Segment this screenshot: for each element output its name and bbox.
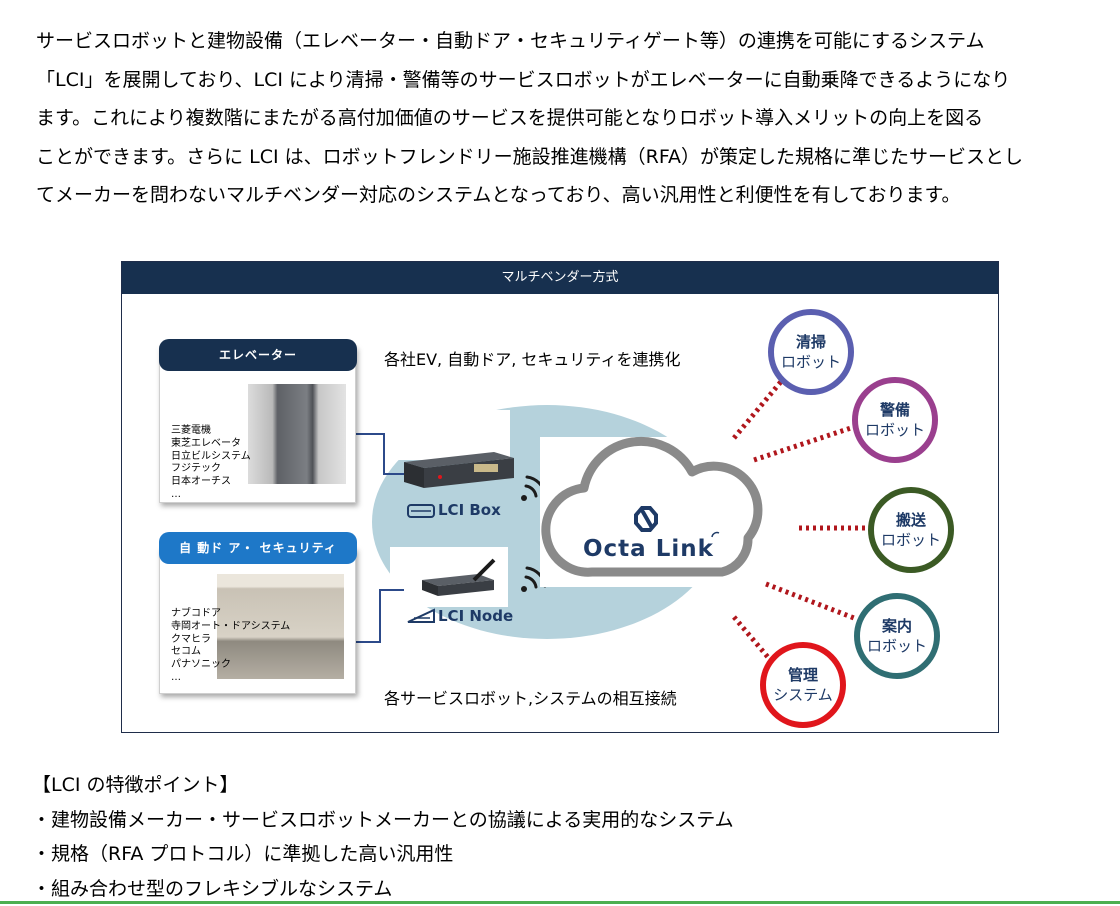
elevator-panel-title: エレベーター	[159, 339, 357, 371]
feature-title: 【LCI の特徴ポイント】	[32, 774, 239, 796]
intro-line: 「LCI」を展開しており、LCI により清掃・警備等のサービスロボットがエレベー…	[36, 68, 1011, 91]
robot-cleaning: 清掃 ロボット	[768, 309, 854, 395]
door-vendor-list: ナブコドア 寺岡オート・ドアシステム クマヒラ セコム パナソニック …	[171, 608, 290, 685]
caption-bottom: 各サービスロボット,システムの相互接続	[384, 689, 677, 708]
elevator-connector-line	[354, 433, 404, 475]
door-security-panel: ナブコドア 寺岡オート・ドアシステム クマヒラ セコム パナソニック …	[159, 547, 356, 694]
octa-link-logo-icon	[634, 506, 658, 532]
elevator-photo	[248, 384, 346, 484]
feature-item: ・組み合わせ型のフレキシブルなシステム	[32, 877, 393, 900]
lci-box-label: LCI Box	[438, 501, 501, 519]
vendor-name: セコム	[171, 646, 201, 658]
lci-node-device	[422, 558, 496, 596]
cloud-icon	[541, 436, 763, 577]
vendor-name: ナブコドア	[171, 608, 221, 619]
vendor-name: クマヒラ	[171, 633, 211, 645]
robot-label: 警備	[879, 401, 910, 419]
intro-line: ことができます。さらに LCI は、ロボットフレンドリー施設推進機構（RFA）が…	[36, 145, 1024, 168]
vendor-name: パナソニック	[171, 659, 231, 671]
robot-connectors	[732, 376, 868, 664]
robot-sublabel: ロボット	[780, 353, 841, 371]
vendor-name: 東芝エレベータ	[171, 437, 241, 449]
caption-top: 各社EV, 自動ドア, セキュリティを連携化	[384, 350, 681, 369]
diagram-header: マルチベンダー方式	[122, 262, 998, 294]
door-photo	[217, 574, 344, 679]
vendor-name: …	[171, 671, 181, 683]
lci-node-label: LCI Node	[438, 607, 514, 625]
robot-transport: 搬送 ロボット	[868, 487, 954, 573]
vendor-name: …	[171, 488, 181, 500]
multivendor-diagram: マルチベンダー方式	[121, 261, 999, 733]
vendor-name: 日立ビルシステム	[171, 450, 251, 462]
lci-box-device	[404, 452, 514, 488]
robot-sublabel: ロボット	[866, 637, 927, 655]
vendor-name: フジテック	[171, 463, 221, 475]
door-security-panel-title: 自 動ド ア・ セキュリティ	[159, 532, 357, 564]
signal-mark-icon	[711, 531, 720, 538]
management-system: 管理 システム	[760, 642, 846, 728]
robot-sublabel: システム	[773, 686, 833, 704]
robot-label: 搬送	[895, 511, 926, 529]
node-backdrop	[390, 547, 508, 607]
vendor-name: 三菱電機	[171, 425, 211, 436]
robot-security: 警備 ロボット	[852, 377, 938, 463]
intro-paragraph: サービスロボットと建物設備（エレベーター・自動ドア・セキュリティゲート等）の連携…	[36, 22, 1116, 215]
diagram-graphics	[354, 376, 868, 664]
octa-link-label: Octa Link	[583, 536, 714, 562]
intro-line: サービスロボットと建物設備（エレベーター・自動ドア・セキュリティゲート等）の連携…	[36, 30, 985, 52]
robot-guide: 案内 ロボット	[854, 593, 940, 679]
robot-label: 管理	[787, 666, 818, 684]
vendor-name: 寺岡オート・ドアシステム	[171, 620, 291, 632]
door-connector-line	[354, 589, 404, 643]
robot-sublabel: ロボット	[864, 421, 925, 439]
box-backdrop	[390, 410, 510, 460]
lci-node-icon	[407, 608, 435, 623]
bottom-divider	[0, 901, 1120, 904]
robot-label: 清掃	[795, 333, 826, 351]
elevator-vendor-list: 三菱電機 東芝エレベータ 日立ビルシステム フジテック 日本オーチス …	[171, 425, 251, 502]
vendor-name: 日本オーチス	[171, 476, 231, 488]
feature-item: ・建物設備メーカー・サービスロボットメーカーとの協議による実用的なシステム	[32, 808, 734, 831]
feature-points: 【LCI の特徴ポイント】 ・建物設備メーカー・サービスロボットメーカーとの協議…	[32, 768, 734, 906]
intro-line: ます。これにより複数階にまたがる高付加価値のサービスを提供可能となりロボット導入…	[36, 107, 984, 129]
robot-sublabel: ロボット	[880, 531, 941, 549]
intro-line: てメーカーを問わないマルチベンダー対応のシステムとなっており、高い汎用性と利便性…	[36, 184, 961, 206]
lci-box-icon	[407, 504, 435, 518]
feature-item: ・規格（RFA プロトコル）に準拠した高い汎用性	[32, 843, 454, 866]
robot-label: 案内	[881, 617, 912, 635]
